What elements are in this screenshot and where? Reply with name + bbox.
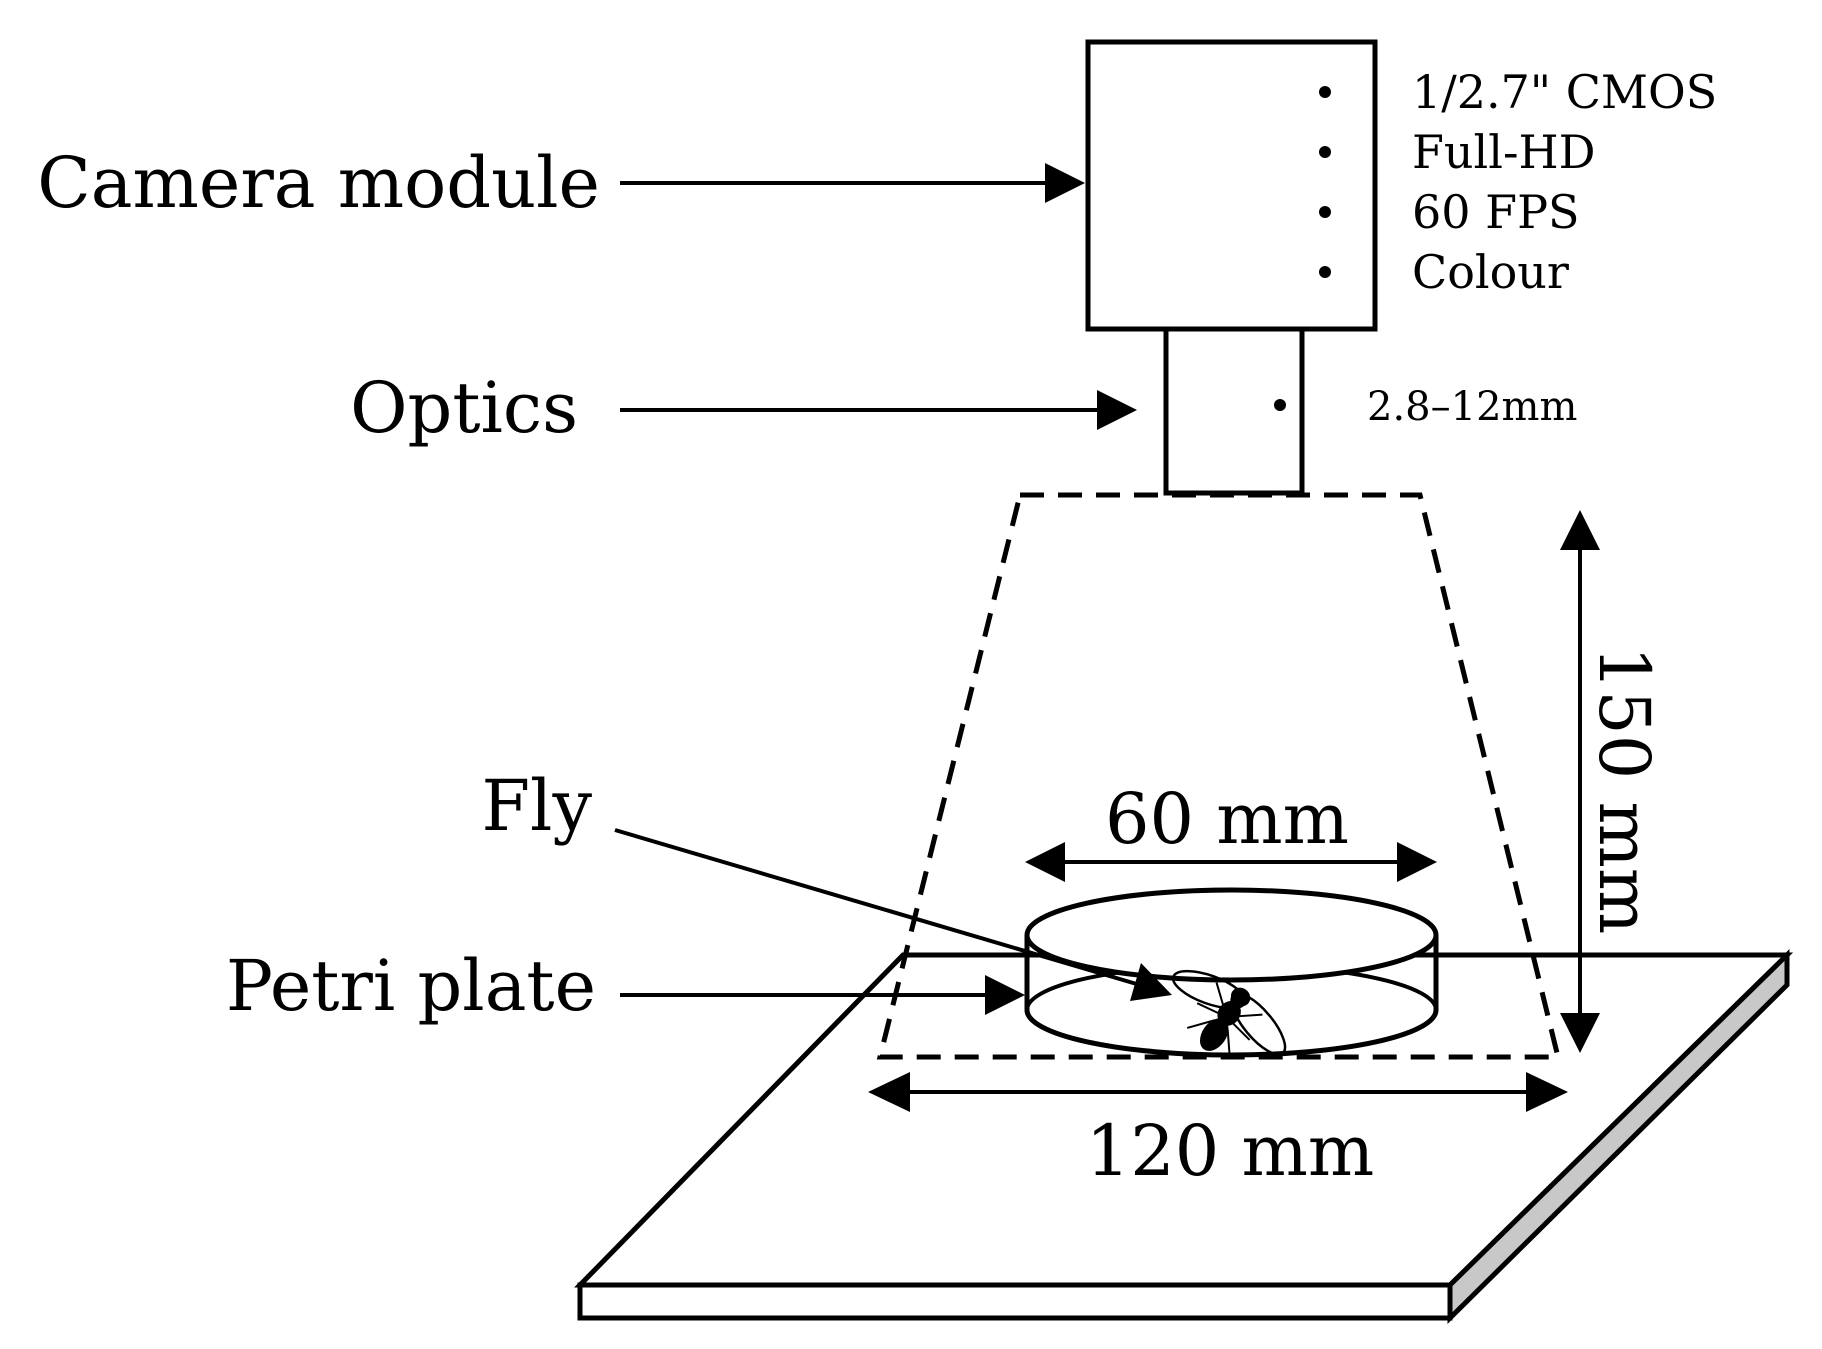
working-distance-label: 150 mm [1583, 646, 1665, 935]
dish-diameter-label: 60 mm [1105, 778, 1349, 860]
optics-label: Optics [350, 367, 578, 449]
petri-dish [1024, 887, 1439, 1058]
base-platform [574, 949, 1794, 1324]
field-width-label: 120 mm [1086, 1110, 1375, 1192]
camera-spec-sensor: 1/2.7" CMOS [1412, 65, 1717, 119]
fly-icon [1171, 969, 1287, 1058]
dish-diameter-dimension [1025, 842, 1437, 882]
optics-tube [1163, 326, 1305, 496]
working-distance-dimension [1560, 510, 1600, 1053]
camera-module-box [1085, 39, 1378, 332]
field-width-dimension [868, 1072, 1568, 1112]
optics-spec-bullet [1274, 399, 1286, 411]
camera-spec-resolution: Full-HD [1412, 125, 1596, 179]
camera-spec-framerate: 60 FPS [1412, 185, 1580, 239]
optics-spec: 2.8–12mm [1367, 384, 1577, 430]
field-of-view-outline [876, 492, 1562, 1060]
camera-spec-colour: Colour [1412, 245, 1569, 299]
camera-module-label: Camera module [37, 142, 600, 224]
petri-plate-label: Petri plate [226, 945, 596, 1027]
pointer-arrows [614, 163, 1172, 1015]
camera-spec-bullets [1319, 86, 1331, 278]
fly-label: Fly [481, 765, 592, 847]
